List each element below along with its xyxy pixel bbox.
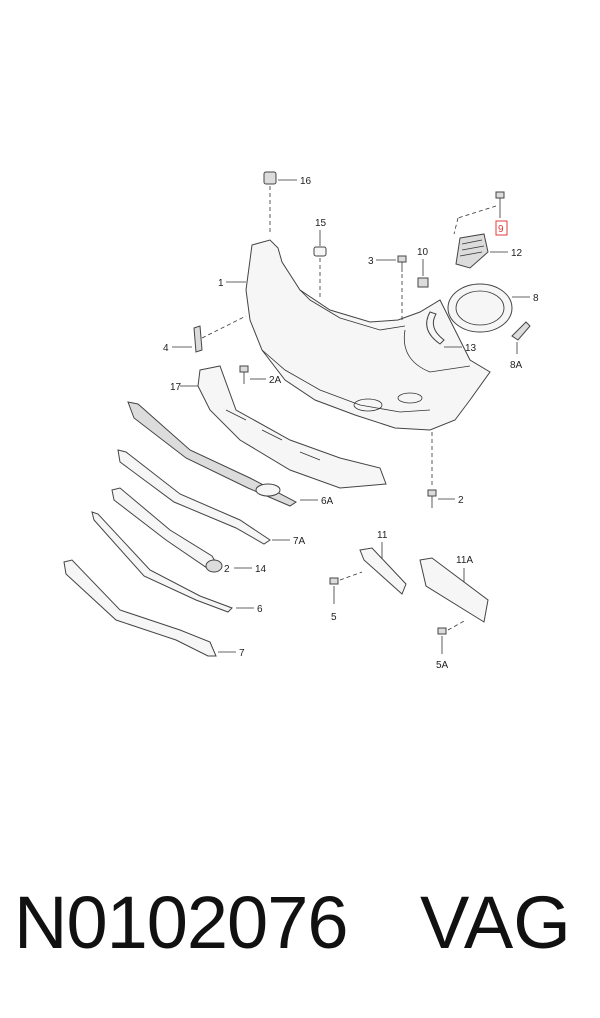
callout-9: 9 (498, 224, 504, 235)
part-4-bracket: 4 (163, 315, 247, 354)
part-14-trim: 2 14 (111, 487, 267, 575)
part-2-bolt: 2 (427, 432, 464, 508)
part-15-cap: 15 (313, 218, 327, 300)
callout-17: 17 (170, 382, 182, 393)
callout-9-highlight (495, 220, 508, 236)
callout-4: 4 (163, 343, 169, 354)
part-2a-bolt: 2A (239, 365, 282, 386)
callout-7a: 7A (293, 536, 306, 547)
part-12-grille-insert: 12 (455, 233, 523, 269)
part-11a-license-plate-base: 11A (419, 555, 489, 623)
callout-5: 5 (331, 612, 337, 623)
callout-10: 10 (417, 247, 429, 258)
callout-14: 14 (255, 564, 267, 575)
callout-11: 11 (377, 530, 388, 541)
footer: N0102076 VAG (0, 880, 600, 990)
callout-8a: 8A (510, 360, 523, 371)
part-10-bracket: 10 (417, 247, 429, 288)
callout-2a: 2A (269, 375, 282, 386)
callout-5a: 5A (436, 660, 449, 671)
callout-2: 2 (458, 495, 464, 506)
part-8-fog-light-ring: 8 (447, 283, 539, 333)
part-17-impact-absorber: 17 (170, 365, 387, 489)
part-6a-mesh-grille: 6A (127, 401, 334, 507)
part-7a-strip: 7A (117, 449, 306, 547)
callout-11a: 11A (456, 555, 473, 566)
callout-3: 3 (368, 256, 374, 267)
callout-15: 15 (315, 218, 327, 229)
callout-12: 12 (511, 248, 523, 259)
callout-6: 6 (257, 604, 263, 615)
part-6-lower-strip: 6 (91, 511, 263, 615)
part-8a-trim: 8A (510, 321, 531, 371)
part-number: N0102076 (14, 881, 349, 964)
part-5-screw: 5 (329, 571, 363, 623)
brand-name: VAG (420, 881, 571, 964)
part-5a-screw: 5A (436, 619, 467, 671)
callout-14-prefix: 2 (224, 564, 230, 575)
part-16-clip: 16 (263, 171, 312, 235)
callout-6a: 6A (321, 496, 334, 507)
callout-8: 8 (533, 293, 539, 304)
part-3-screw: 3 (368, 255, 407, 320)
part-11-license-bracket: 11 (359, 530, 407, 595)
callout-16: 16 (300, 176, 312, 187)
callout-1: 1 (218, 278, 224, 289)
exploded-parts-diagram: 16 15 1 3 10 9 (63, 171, 539, 671)
part-7-spoiler: 7 (63, 559, 245, 659)
part-1-bumper-cover: 1 (218, 239, 491, 431)
callout-7: 7 (239, 648, 245, 659)
part-9-screw-highlighted: 9 (453, 191, 508, 236)
callout-13: 13 (465, 343, 477, 354)
part-13-bracket: 13 (426, 311, 477, 354)
